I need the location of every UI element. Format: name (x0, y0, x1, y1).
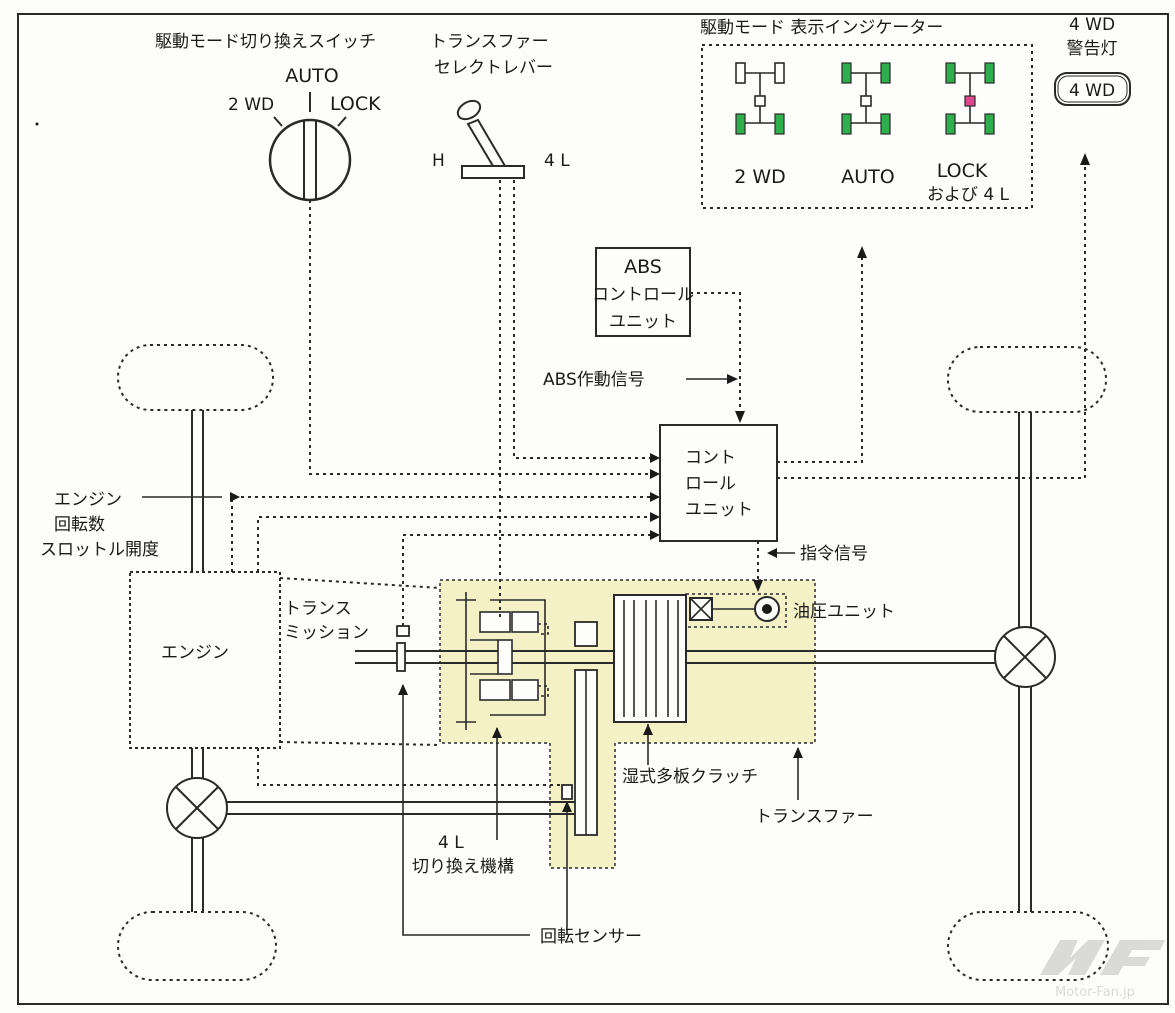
flange-coupler (396, 642, 406, 672)
warning-lamp-title-2: 警告灯 (1067, 39, 1118, 59)
transfer-select-lever[interactable] (455, 97, 525, 179)
low-range-gear-set (456, 592, 549, 730)
command-signal-label: 指令信号 (800, 544, 868, 564)
rear-differential (994, 626, 1056, 688)
abs-unit-label-3: ユニット (609, 312, 677, 332)
transmission-label-2: ミッション (284, 623, 369, 643)
rotation-sensor-1 (396, 625, 410, 637)
transfer-chain (574, 621, 598, 836)
indicator-2wd-label: 2 WD (734, 166, 786, 188)
transmission-outline (279, 577, 441, 746)
transfer-lever-title-1: トランスファー (430, 32, 549, 52)
indicator-lock-label-2: および 4 L (927, 185, 1010, 205)
mode-switch-2wd: 2 WD (228, 95, 274, 115)
mode-switch-lock: LOCK (330, 93, 381, 115)
engine-input-label-2: 回転数 (54, 515, 105, 535)
control-unit (659, 424, 778, 542)
watermark-text: Motor-Fan.jp (1055, 985, 1135, 1000)
wheel-front-left (117, 344, 274, 411)
signal-lines (231, 165, 1086, 786)
front-differential (166, 777, 228, 839)
hydraulic-unit (685, 593, 787, 628)
indicator-icon-lock (945, 62, 995, 135)
control-unit-label-1: コント (685, 448, 736, 468)
mode-switch-auto: AUTO (285, 65, 338, 87)
warning-lamp-inner (1057, 75, 1128, 103)
cu-input-arrows (230, 153, 1090, 592)
wet-clutch-label: 湿式多板クラッチ (622, 767, 758, 787)
engine-label: エンジン (161, 643, 229, 663)
rotation-sensor-label: 回転センサー (540, 927, 642, 947)
transmission-label-1: トランス (284, 599, 352, 619)
engine-block (129, 571, 281, 749)
engine-input-label-3: スロットル開度 (40, 540, 159, 560)
warning-lamp-text: 4 WD (1069, 81, 1115, 101)
transfer-lever-title-2: セレクトレバー (434, 58, 553, 78)
warning-lamp-title-1: 4 WD (1069, 15, 1115, 35)
abs-unit-label-1: ABS (624, 256, 662, 278)
callout-lines (398, 684, 803, 936)
watermark-logo: Motor-Fan.jp (1040, 940, 1165, 1000)
wheel-rear-left (117, 911, 277, 981)
warning-lamp (1054, 72, 1131, 106)
low-mechanism-label-2: 切り換え機構 (412, 857, 514, 877)
abs-signal-arrow (686, 374, 738, 384)
indicator-icon-auto (841, 62, 891, 135)
low-mechanism-label-1: 4 L (438, 833, 464, 853)
lever-h-label: H (432, 151, 445, 171)
abs-unit-label-2: コントロール (592, 285, 694, 305)
indicator-icon-2wd (735, 62, 785, 135)
control-unit-label-2: ロール (685, 474, 736, 494)
indicator-panel (701, 44, 1033, 209)
indicator-title: 駆動モード 表示インジケーター (700, 18, 943, 38)
abs-signal-label: ABS作動信号 (543, 370, 645, 390)
indicator-lock-label-1: LOCK (937, 160, 988, 182)
rotation-sensor-2 (561, 784, 573, 800)
engine-input-label-1: エンジン (54, 490, 122, 510)
command-signal-arrow (767, 548, 795, 558)
indicator-auto-label: AUTO (841, 166, 894, 188)
transfer-label: トランスファー (755, 807, 874, 827)
wet-multiplate-clutch (613, 594, 687, 723)
front-drive-shaft (227, 801, 575, 815)
lever-4l-label: 4 L (544, 151, 570, 171)
stray-mark (35, 122, 39, 126)
control-unit-label-3: ユニット (685, 500, 753, 520)
mode-switch-title: 駆動モード切り換えスイッチ (155, 32, 376, 52)
abs-control-unit (595, 247, 691, 337)
hydraulic-unit-label: 油圧ユニット (793, 602, 895, 622)
wheel-rear-right (947, 911, 1109, 981)
